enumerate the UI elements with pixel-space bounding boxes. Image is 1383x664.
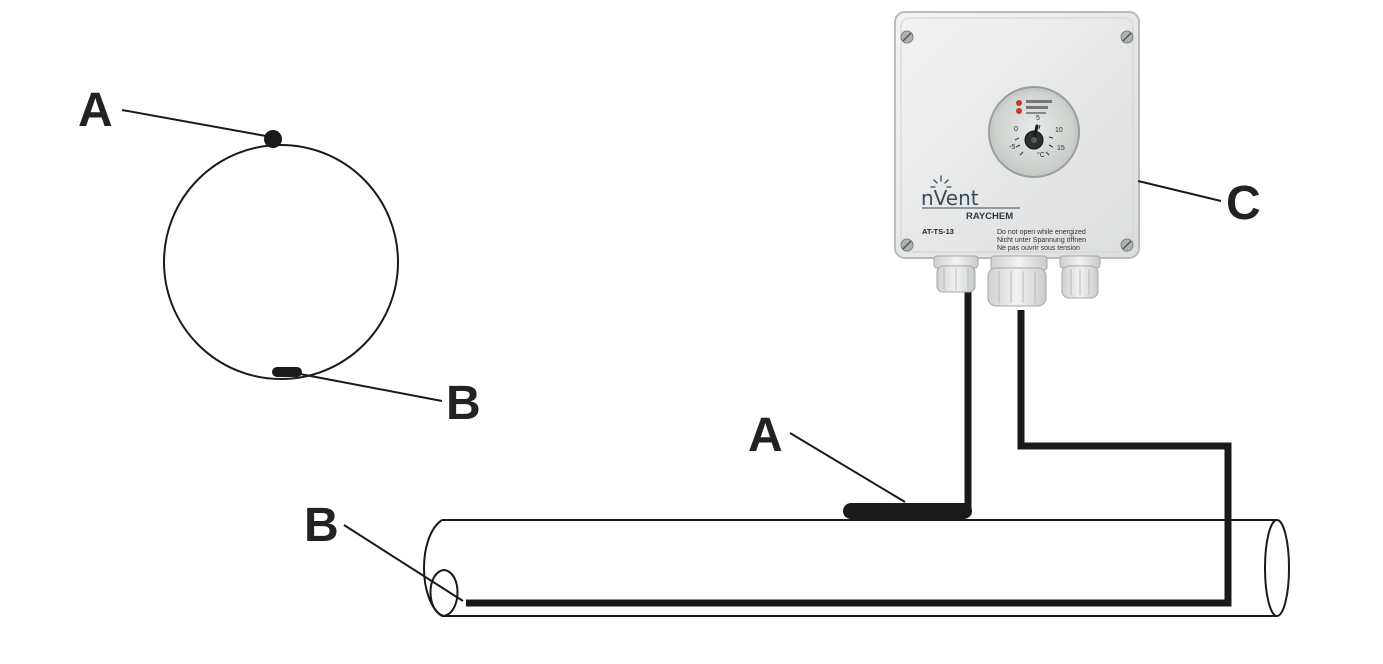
- cables: [466, 290, 1232, 607]
- heating-cable: [466, 310, 1232, 607]
- dial-label-5: 5: [1036, 115, 1040, 122]
- screw-icon: [1120, 238, 1134, 252]
- sensor-a-dot: [264, 130, 282, 148]
- cable-gland-left: [933, 255, 979, 293]
- callout-a-circle: A: [78, 84, 113, 137]
- cable-gland-middle: [987, 255, 1048, 307]
- sensor-a-on-pipe: [843, 503, 972, 519]
- screw-icon: [900, 238, 914, 252]
- housing-inner-edge: [900, 17, 1134, 253]
- dial-info-text-block: [1026, 106, 1048, 109]
- brand-name: nVent: [921, 186, 979, 210]
- warning-de: Nicht unter Spannung öffnen: [997, 237, 1086, 244]
- leader-line-c: [1137, 180, 1222, 202]
- indicator-light-icon: [1016, 100, 1022, 106]
- dial-label-celsius: °C: [1037, 151, 1045, 159]
- screw-icon: [900, 30, 914, 44]
- cable-gland-right: [1059, 255, 1101, 299]
- thermostat-box: 0 5 10 15 -5 °C nVent RAYCHEM AT-TS-13: [894, 11, 1140, 307]
- leader-line-a-circle: [121, 109, 267, 137]
- pipe-right-end: [1264, 519, 1290, 617]
- callout-a-pipe: A: [748, 409, 783, 462]
- dial-knob-center: [1031, 137, 1037, 143]
- nvent-starburst-icon: [930, 175, 952, 188]
- dial-label-10: 10: [1055, 127, 1063, 134]
- indicator-light-icon: [1016, 108, 1022, 114]
- pipe-cross-section: A B: [78, 84, 481, 430]
- nvent-logo: nVent RAYCHEM: [921, 175, 1020, 222]
- dial-scale-ticks: [1014, 124, 1054, 156]
- leader-line-a-pipe: [789, 432, 906, 503]
- dial-info-text-block: [1026, 100, 1052, 103]
- callout-b-pipe: B: [304, 499, 339, 552]
- dial-label-15: 15: [1057, 145, 1065, 152]
- screw-icon: [1120, 30, 1134, 44]
- heating-cable-b-mark: [272, 367, 302, 377]
- model-number: AT-TS-13: [922, 227, 954, 236]
- callout-b-circle: B: [446, 377, 481, 430]
- sub-brand: RAYCHEM: [966, 211, 1013, 222]
- leader-line-b-circle: [299, 373, 443, 402]
- pipe: [423, 519, 1290, 618]
- leader-line-b-pipe: [343, 524, 464, 602]
- dial-label-0: 0: [1014, 126, 1018, 133]
- temperature-dial: 0 5 10 15 -5 °C: [988, 86, 1080, 178]
- dial-info-text-block: [1026, 112, 1046, 114]
- callout-c-box: C: [1226, 177, 1261, 230]
- pipe-left-cut-end: [429, 568, 459, 618]
- pipe-section-circle: [163, 144, 399, 380]
- warning-en: Do not open while energized: [997, 229, 1086, 236]
- warning-fr: Ne pas ouvrir sous tension: [997, 245, 1080, 252]
- dial-label-minus5: -5: [1009, 144, 1015, 151]
